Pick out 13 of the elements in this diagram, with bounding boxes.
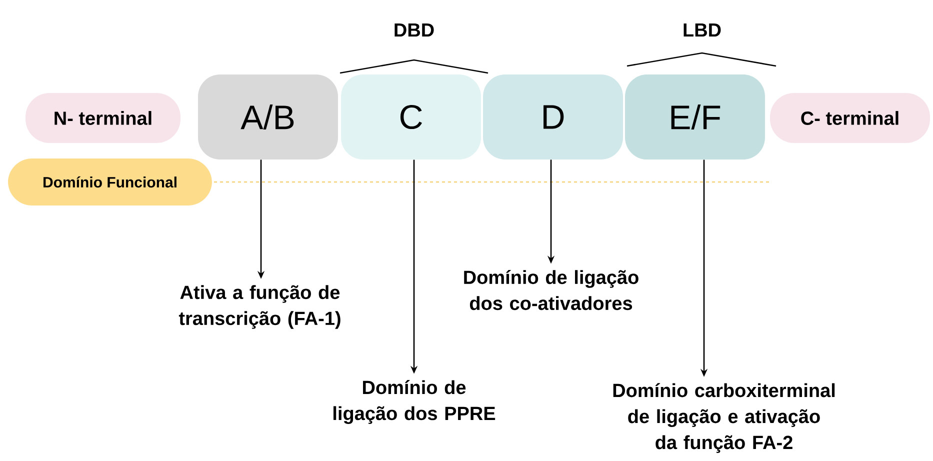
domain-box: D bbox=[483, 74, 623, 160]
domain-box: E/F bbox=[625, 74, 765, 160]
description-text: Domínio de ligação dos PPRE bbox=[334, 380, 496, 424]
description-text: Ativa a função de transcrição (FA-1) bbox=[178, 285, 340, 329]
terminal-label: N- terminal bbox=[26, 93, 180, 143]
functional-domain-label: Domínio Funcional bbox=[8, 158, 212, 206]
domain-label: LBD bbox=[684, 23, 721, 37]
domain-box: A/B bbox=[198, 74, 338, 160]
description-text: Domínio carboxiterminal de ligação e ativação da função FA-2 bbox=[613, 383, 835, 453]
terminal-label: C- terminal bbox=[770, 93, 930, 143]
domain-box: C bbox=[341, 74, 481, 160]
description-text: Domínio de ligação dos co-ativadores bbox=[464, 270, 638, 310]
domain-label: DBD bbox=[394, 23, 434, 37]
